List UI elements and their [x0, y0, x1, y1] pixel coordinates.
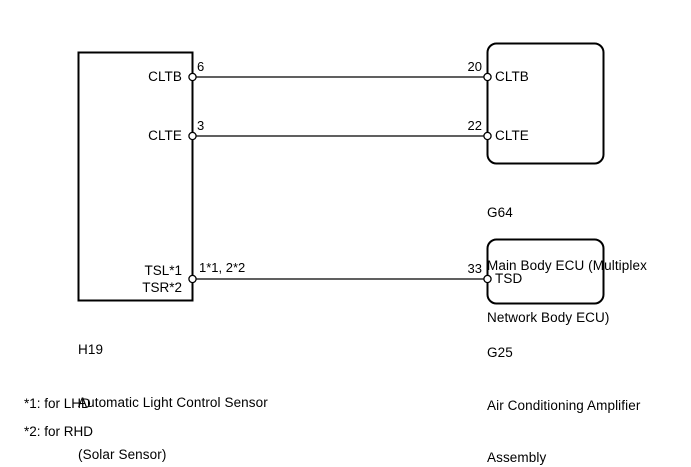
terminal-node-g64-22	[483, 131, 492, 141]
terminal-node-h19-3	[188, 131, 197, 141]
terminal-label-h19-clte: CLTE	[148, 128, 182, 143]
terminal-node-h19-tsl	[188, 274, 197, 284]
terminal-node-h19-6	[188, 72, 197, 82]
connector-name-g64-line2: Network Body ECU)	[487, 310, 610, 325]
connector-caption-g64: G64 Main Body ECU (Multiplex Network Bod…	[487, 169, 647, 362]
terminal-node-g64-20	[483, 72, 492, 82]
terminal-label-h19-tsr: TSR*2	[142, 280, 182, 295]
footnote-1: *1: for LHD	[24, 396, 91, 411]
terminal-label-h19-cltb: CLTB	[148, 69, 182, 84]
connector-name-h19-line2: (Solar Sensor)	[78, 447, 167, 462]
footnote-2: *2: for RHD	[24, 424, 94, 439]
connector-caption-h19: H19 Automatic Light Control Sensor (Sola…	[78, 306, 268, 467]
connector-caption-g25: G25 Air Conditioning Amplifier Assembly	[487, 309, 640, 467]
terminal-label-g25-tsd: TSD	[495, 271, 523, 286]
connector-name-g64-line1: Main Body ECU (Multiplex	[487, 257, 647, 273]
terminal-label-h19-tsl: TSL*1	[144, 263, 182, 278]
terminal-node-g25-33	[483, 274, 492, 284]
pin-number-g64-clte: 22	[467, 118, 482, 133]
connector-box-g25	[486, 238, 605, 305]
connector-code-g64: G64	[487, 205, 513, 220]
connector-name-h19-line1: Automatic Light Control Sensor	[78, 394, 268, 410]
connector-name-g25-line1: Air Conditioning Amplifier	[487, 397, 641, 413]
connector-box-h19	[77, 51, 194, 302]
terminal-label-g64-cltb: CLTB	[495, 69, 529, 84]
pin-number-h19-cltb: 6	[197, 59, 205, 74]
terminal-label-h19-tsl-tsr: TSL*1 TSR*2	[88, 262, 182, 296]
terminal-label-g64-clte: CLTE	[495, 128, 529, 143]
pin-number-g64-cltb: 20	[467, 59, 482, 74]
pin-number-g25-tsd: 33	[467, 261, 482, 276]
connector-name-g25-line2: Assembly	[487, 450, 547, 465]
pin-number-h19-tsl-tsr: 1*1, 2*2	[199, 260, 246, 275]
pin-number-h19-clte: 3	[197, 118, 205, 133]
connector-box-g64	[486, 42, 605, 165]
connector-code-h19: H19	[78, 342, 104, 357]
connector-code-g25: G25	[487, 345, 513, 360]
